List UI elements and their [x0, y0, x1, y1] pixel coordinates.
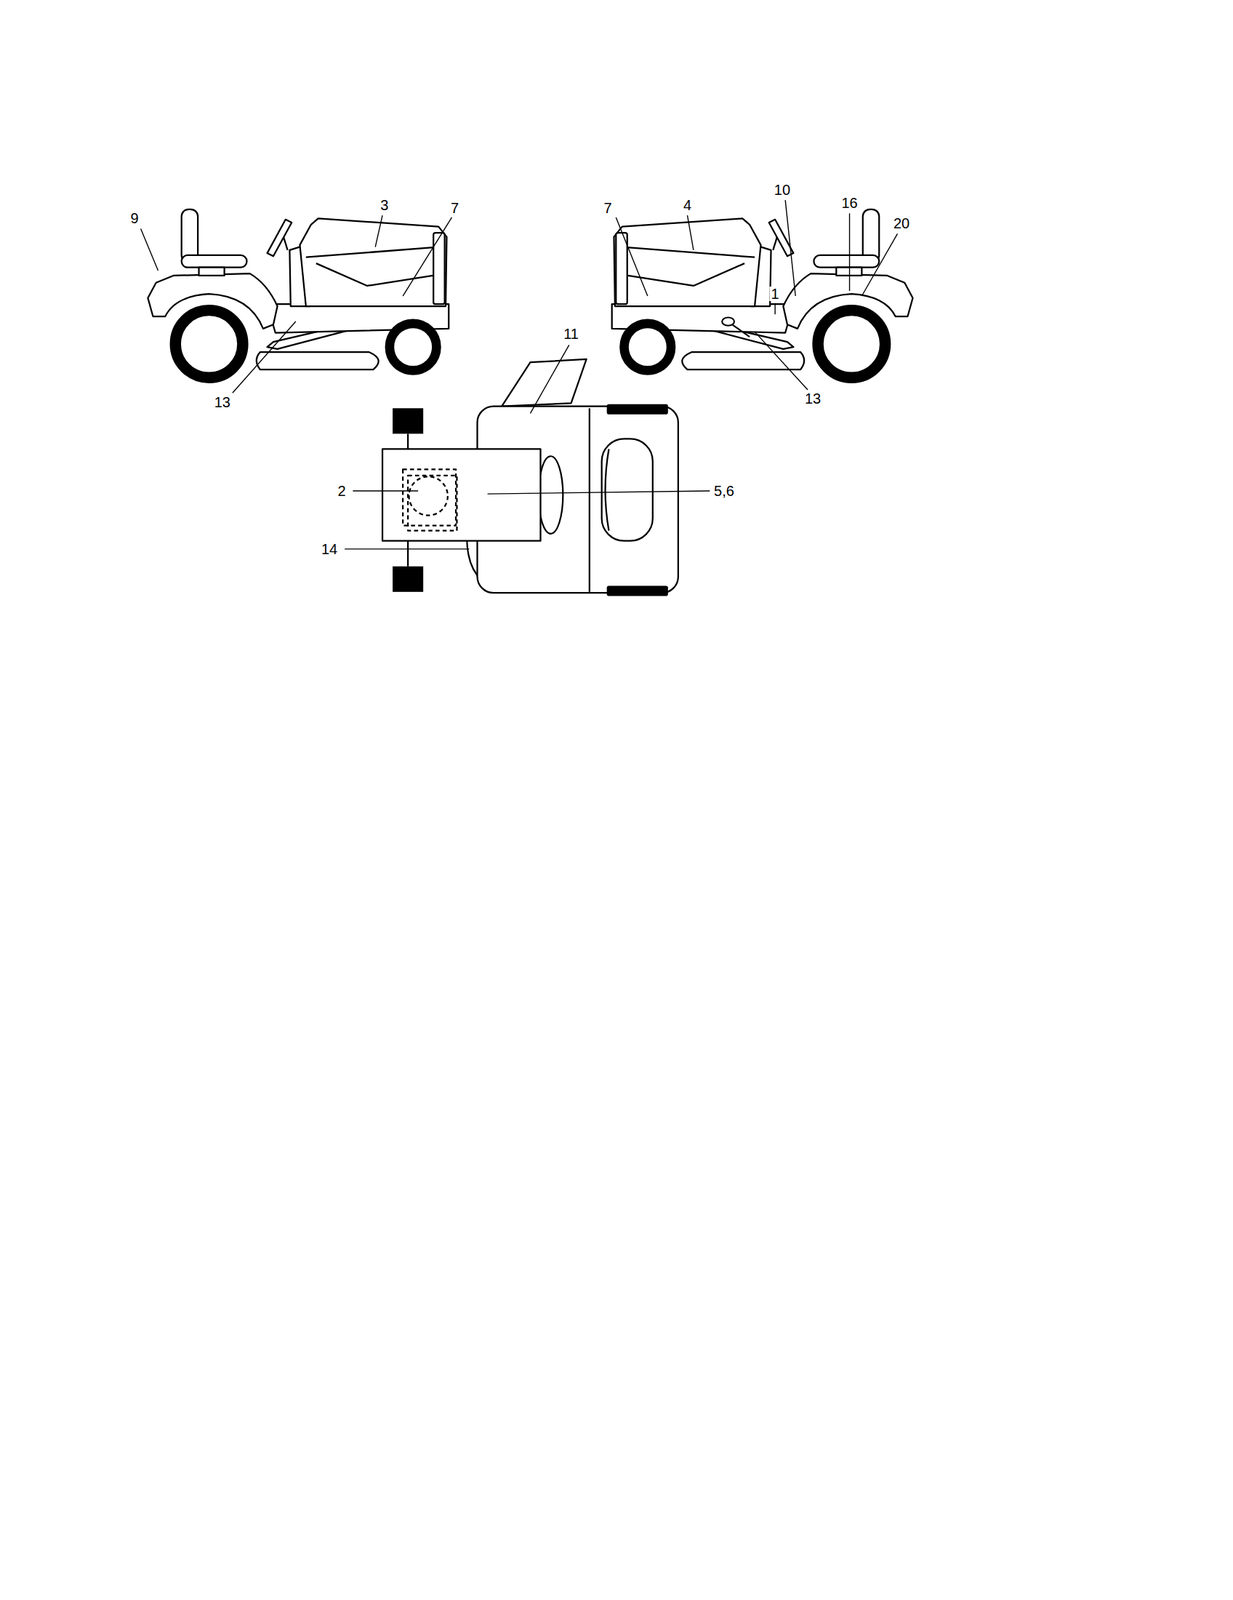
callout-number: 2	[335, 483, 347, 498]
callout-number: 3	[378, 197, 390, 213]
callout-number: 13	[803, 391, 823, 406]
callout-number: 4	[681, 197, 693, 213]
callout-number: 16	[839, 195, 859, 211]
callout-number: 13	[213, 394, 232, 410]
callout-number: 7	[449, 200, 461, 216]
callout-number: 11	[561, 326, 581, 341]
callout-number: 20	[892, 215, 911, 231]
callout-number: 7	[602, 200, 614, 216]
callout-number: 14	[319, 541, 339, 557]
callout-number: 10	[772, 182, 792, 198]
callout-number: 9	[129, 210, 141, 226]
callout-number: 1	[769, 286, 781, 301]
callout-number: 5,6	[712, 483, 736, 498]
